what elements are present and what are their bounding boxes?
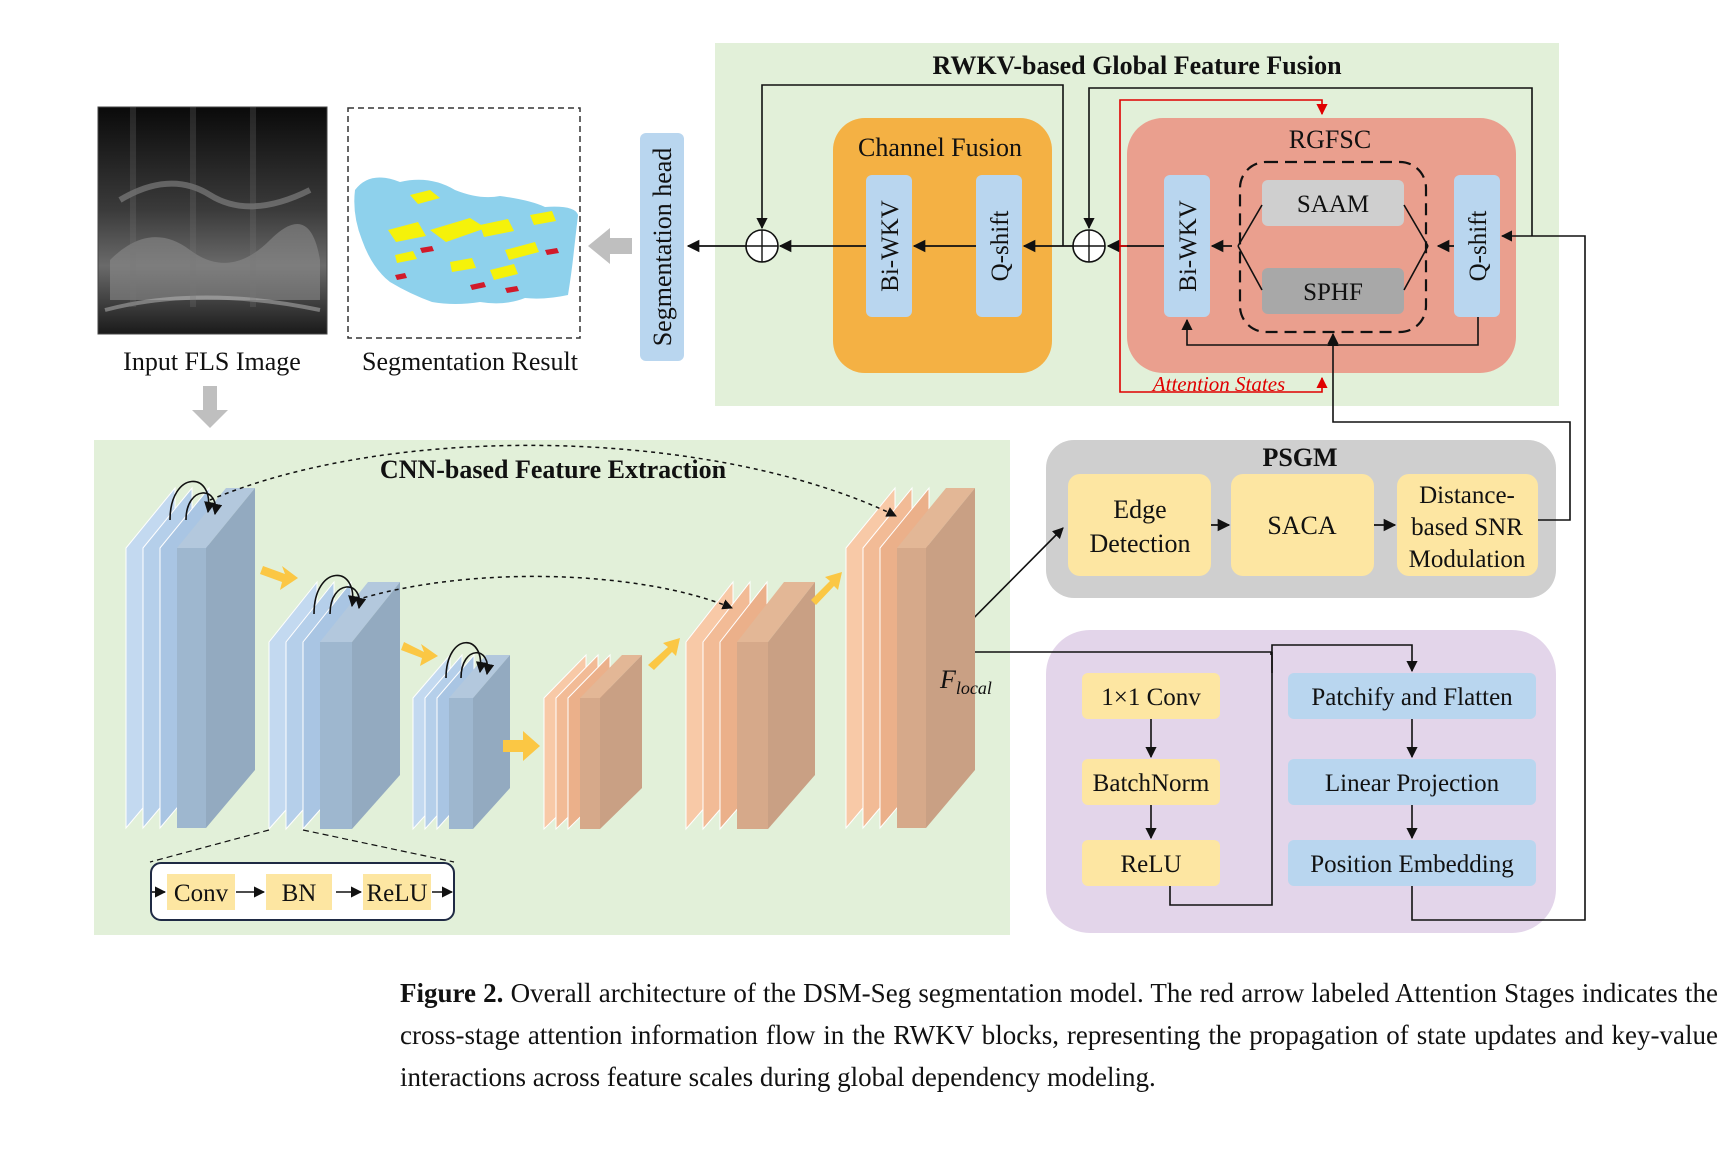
flow-arrow-3 [503,731,540,761]
rgfsc-label: RGFSC [1289,125,1371,154]
skip-connection-1 [209,444,897,517]
rgfsc-biwkv-label: Bi-WKV [1175,200,1202,292]
encoder-2-loops [313,574,367,615]
relu-box [1082,840,1220,886]
rgfsc-biwkv-box [1164,175,1210,317]
rgfsc-block [1127,118,1516,373]
saca-box [1231,474,1374,576]
encoder-1-loops [169,480,223,521]
linear-projection-label: Linear Projection [1325,770,1500,797]
skip-connection-2 [355,575,733,610]
encoder-stage-3 [412,653,510,831]
flow-arrow-1 [260,566,298,590]
encoder-3-loops [445,641,495,679]
plus-circle-left [745,229,779,263]
legend-bn-box [266,874,332,910]
channel-biwkv-box [866,175,912,317]
decoder-stage-2 [685,580,815,831]
figure-caption: Figure 2. Overall architecture of the DS… [400,972,1718,1098]
cnn-title: CNN-based Feature Extraction [380,455,727,484]
edge-detection-line1: Edge [1113,495,1166,524]
decoder-stage-1 [543,653,642,831]
flow-arrow-2 [401,642,438,666]
caption-text: Overall architecture of the DSM-Seg segm… [400,978,1718,1092]
caption-label: Figure 2. [400,978,504,1008]
legend-relu-label: ReLU [366,880,427,907]
edge-detection-box [1068,474,1211,576]
channel-qshift-label: Q-shift [987,211,1014,282]
distance-snr-line2: based SNR [1411,514,1523,541]
grey-arrow-left [588,228,632,264]
seg-result-label: Segmentation Result [362,347,579,376]
channel-fusion-label: Channel Fusion [858,133,1022,162]
attention-states-label: Attention States [1151,372,1285,396]
segmentation-head-box [640,133,684,361]
flow-arrow-5 [811,572,842,605]
conv1x1-label: 1×1 Conv [1101,684,1201,711]
rgfsc-qshift-label: Q-shift [1465,211,1492,282]
input-fls-image [97,106,328,335]
sphf-label: SPHF [1303,279,1363,306]
psgm-title: PSGM [1262,443,1337,472]
rgfsc-dashed-group [1238,160,1428,334]
flow-arrow-4 [648,638,680,670]
f-local-label: Flocal [939,665,992,698]
edge-detection-line2: Detection [1089,529,1190,558]
position-embedding-box [1288,840,1536,886]
rwkv-title: RWKV-based Global Feature Fusion [932,51,1342,80]
position-embedding-label: Position Embedding [1310,851,1514,878]
segmentation-head-label: Segmentation head [648,148,677,347]
conv1x1-box [1082,673,1220,719]
batchnorm-label: BatchNorm [1093,770,1210,797]
distance-snr-box [1397,474,1538,576]
segmentation-result-image [354,177,578,304]
saca-label: SACA [1267,511,1337,540]
encoder-stage-2 [268,580,400,831]
distance-snr-line1: Distance- [1419,482,1515,509]
channel-qshift-box [976,175,1022,317]
linear-projection-box [1288,759,1536,805]
grey-arrow-down [192,386,228,428]
legend-bn-label: BN [282,880,317,907]
input-image-label: Input FLS Image [123,347,301,376]
decoder-stage-3 [845,486,975,830]
patchify-label: Patchify and Flatten [1311,684,1513,711]
encoder-stage-1 [125,486,255,830]
rgfsc-qshift-box [1454,175,1500,317]
batchnorm-box [1082,759,1220,805]
legend-relu-box [363,874,431,910]
relu-label: ReLU [1120,851,1181,878]
plus-circle-right [1072,229,1106,263]
legend-conv-box [167,874,235,910]
patchify-box [1288,673,1536,719]
distance-snr-line3: Modulation [1409,546,1526,573]
channel-biwkv-label: Bi-WKV [877,200,904,292]
saam-box [1262,180,1404,226]
saam-label: SAAM [1297,191,1369,218]
legend-conv-label: Conv [174,880,229,907]
sphf-box [1262,268,1404,314]
